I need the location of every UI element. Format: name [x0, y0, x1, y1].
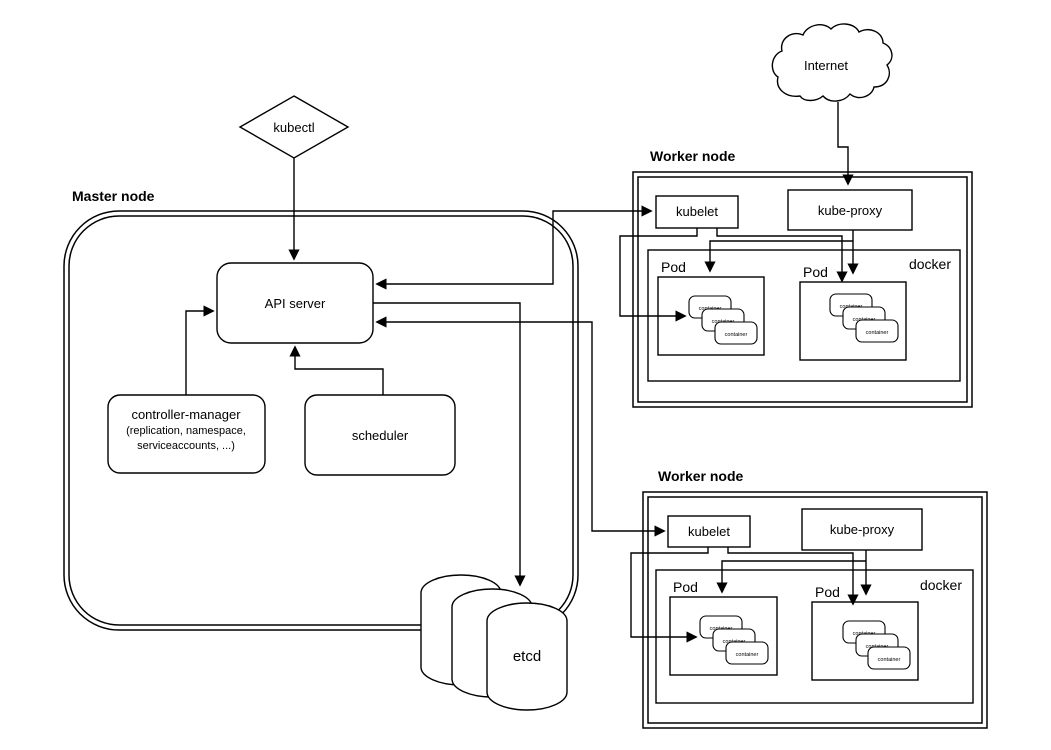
etcd-node: etcd — [420, 574, 568, 711]
api-server-node: API server — [216, 262, 374, 344]
api-server-label: API server — [265, 296, 326, 311]
edge-kubelet2-to-pod2 — [727, 547, 859, 606]
worker2-pod1-container-stack: container container container — [699, 615, 769, 665]
worker1-pod2-container-stack: container container container — [829, 293, 899, 343]
container-box — [725, 641, 769, 665]
worker2-pod2-container-stack: container container container — [842, 620, 911, 670]
worker2-kubeproxy-label: kube-proxy — [830, 522, 895, 537]
edge-kubelet1-to-pod2 — [716, 228, 848, 283]
edge-kubeproxy2-to-pod1 — [716, 560, 866, 594]
worker1-pod2-label: Pod — [803, 264, 828, 280]
worker2-kubelet-box — [667, 515, 751, 548]
container-label: container — [878, 657, 901, 663]
edge-kubelet2-to-container — [630, 547, 709, 643]
container-label: container — [866, 330, 889, 336]
worker-node-1: Worker node kubelet kube-proxy docker Po… — [619, 148, 973, 408]
edge-internet-to-kubeproxy1 — [837, 102, 854, 186]
master-node-title: Master node — [72, 188, 155, 204]
edge-scheduler-to-apiserver — [289, 345, 384, 395]
worker1-pod1-container-stack: container container container — [688, 295, 758, 345]
kubectl-node: kubectl — [238, 95, 350, 159]
worker1-pod1-label: Pod — [661, 259, 686, 275]
worker1-kubelet-box — [655, 195, 739, 229]
container-box — [714, 321, 758, 345]
worker1-kubelet-label: kubelet — [676, 204, 718, 219]
internet-cloud: Internet — [771, 23, 893, 102]
scheduler-node: scheduler — [304, 394, 456, 476]
edge-kubeproxy1-to-pod1 — [704, 240, 853, 273]
controller-manager-label: controller-manager — [131, 407, 241, 422]
worker2-kubelet-label: kubelet — [688, 524, 730, 539]
internet-label: Internet — [804, 58, 848, 73]
edge-controllermanager-to-apiserver — [185, 305, 215, 395]
container-label: container — [725, 332, 748, 338]
controller-manager-sub2: serviceaccounts, ...) — [137, 440, 235, 452]
worker2-title: Worker node — [658, 468, 744, 484]
worker1-title: Worker node — [650, 148, 736, 164]
worker1-docker-label: docker — [909, 256, 951, 272]
worker1-kubeproxy-box — [787, 189, 913, 231]
worker1-kubeproxy-label: kube-proxy — [818, 203, 883, 218]
kubectl-label: kubectl — [273, 120, 314, 135]
worker1-border-outer — [632, 171, 973, 408]
worker1-border-inner — [637, 176, 968, 403]
controller-manager-node: controller-manager (replication, namespa… — [107, 394, 266, 474]
worker2-kubeproxy-box — [801, 508, 923, 551]
scheduler-label: scheduler — [352, 428, 409, 443]
worker2-border-outer — [642, 491, 988, 729]
edge-apiserver-kubelet-worker2 — [375, 316, 666, 537]
edge-apiserver-kubelet-worker1 — [375, 205, 653, 290]
worker2-border-inner — [647, 496, 983, 724]
container-box — [855, 319, 899, 343]
worker2-pod2-label: Pod — [815, 584, 840, 600]
worker2-pod1-label: Pod — [673, 579, 698, 595]
etcd-label: etcd — [513, 648, 541, 665]
edge-kubelet1-to-container — [619, 228, 698, 322]
worker-node-2: Worker node kubelet kube-proxy docker Po… — [630, 468, 988, 729]
worker2-docker-label: docker — [920, 577, 962, 593]
container-label: container — [736, 652, 759, 658]
cloud-shape — [771, 23, 893, 102]
container-box — [867, 646, 911, 670]
etcd-cylinder-front — [486, 602, 568, 711]
controller-manager-sub1: (replication, namespace, — [126, 425, 246, 437]
